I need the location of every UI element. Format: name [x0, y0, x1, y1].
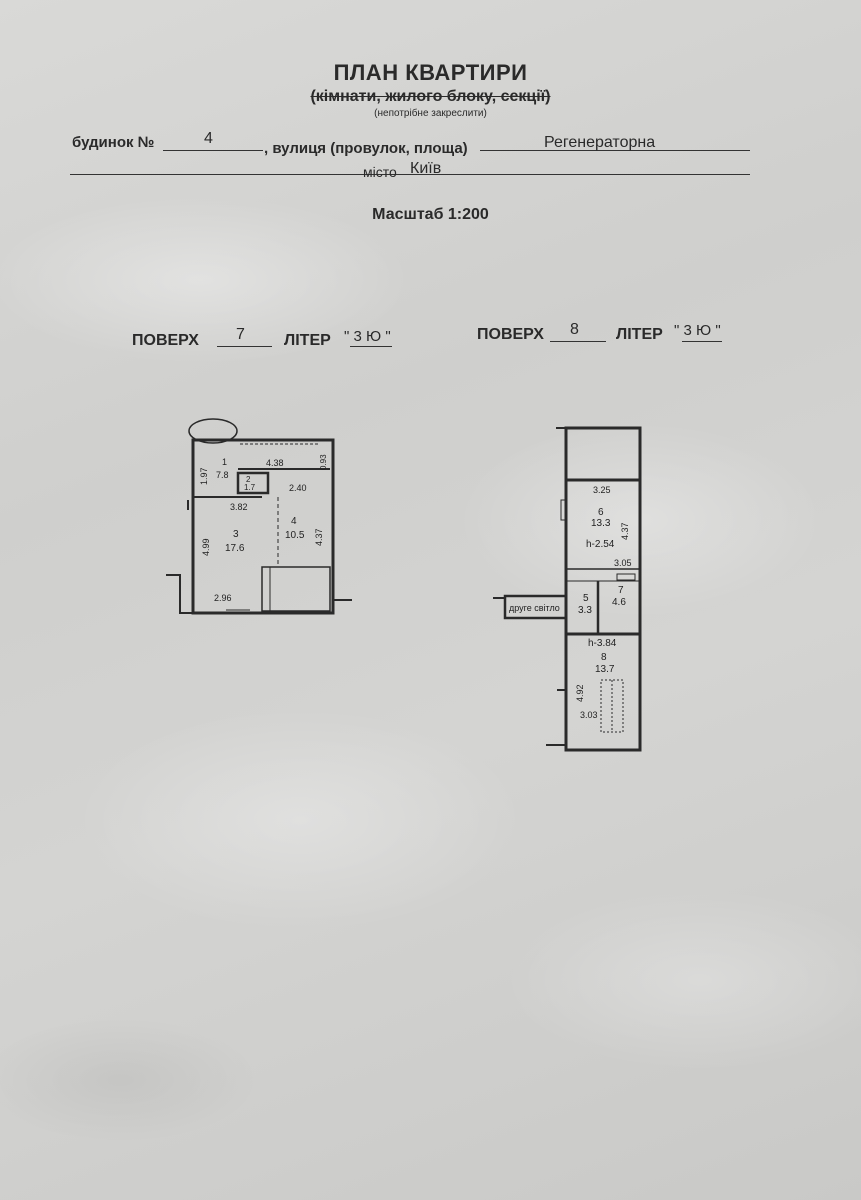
dim-4-37: 4.37 — [314, 528, 324, 546]
room7-area: 4.6 — [612, 597, 626, 608]
house-value: 4 — [204, 130, 213, 147]
dim-1-97: 1.97 — [199, 467, 209, 485]
room1-area: 7.8 — [216, 470, 229, 480]
street-label: , вулиця (провулок, площа) — [264, 140, 468, 157]
room2-wall — [236, 471, 270, 495]
house-label: будинок № — [72, 134, 155, 151]
floor7-underline — [217, 346, 272, 347]
kitchen-block — [261, 566, 331, 612]
dim-0-93: 0.93 — [319, 454, 328, 470]
scale-label: Масштаб 1:200 — [372, 206, 489, 223]
second-light-void — [503, 594, 568, 620]
room3-area: 17.6 — [225, 543, 245, 554]
room1-num: 1 — [222, 457, 227, 467]
floor7-outer-wall — [191, 438, 335, 615]
floor8-plan — [493, 426, 642, 752]
dim-3-05: 3.05 — [614, 558, 632, 568]
floor8-liter-label: ЛІТЕР — [616, 326, 663, 343]
floor7-liter-value: " 3 Ю " — [344, 328, 391, 345]
dim-3-82: 3.82 — [230, 502, 248, 512]
floor7-value: 7 — [236, 326, 245, 343]
dim-3-25: 3.25 — [593, 485, 611, 495]
room6-height: h-2.54 — [586, 539, 615, 550]
room3-num: 3 — [233, 529, 239, 540]
floor8-liter-value: " 3 Ю " — [674, 322, 721, 339]
room8-area: 13.7 — [595, 664, 615, 675]
room5-area: 3.3 — [578, 605, 592, 616]
dim-4-37b: 4.37 — [620, 522, 630, 540]
document-title: ПЛАН КВАРТИРИ — [333, 60, 528, 85]
dim-2-40: 2.40 — [289, 483, 307, 493]
dim-4-99: 4.99 — [201, 538, 211, 556]
strikeout-note: (непотрібне закреслити) — [374, 108, 487, 119]
floor8-liter-underline — [682, 341, 722, 342]
city-underline — [70, 174, 750, 175]
room8-height: h-3.84 — [588, 638, 617, 649]
dim-3-03: 3.03 — [580, 710, 598, 720]
stair-hatch — [600, 679, 624, 733]
city-label: місто — [363, 164, 397, 180]
floor7-labels: 1 7.8 2 1.7 3 17.6 4 10.5 1.97 4.38 0.93… — [199, 454, 328, 603]
floor8-underline — [550, 341, 606, 342]
room2-area: 1.7 — [244, 483, 256, 492]
street-value: Регенераторна — [544, 134, 656, 151]
appliance-mark — [616, 573, 636, 581]
document-subtitle: (кімнати, жилого блоку, секції) — [310, 88, 551, 105]
room8-num: 8 — [601, 652, 607, 663]
house-underline — [163, 150, 263, 151]
room6-area: 13.3 — [591, 518, 611, 529]
street-underline — [480, 150, 750, 151]
dim-4-92: 4.92 — [575, 684, 585, 702]
city-value: Київ — [410, 160, 442, 177]
second-light-label: друге світло — [509, 603, 560, 613]
room6-num: 6 — [598, 507, 604, 518]
upper-void — [564, 426, 642, 482]
entrance-stub — [166, 574, 193, 614]
floor7-liter-label: ЛІТЕР — [284, 332, 331, 349]
floor7-plan — [166, 418, 352, 615]
room5-num: 5 — [583, 593, 589, 604]
room4-area: 10.5 — [285, 530, 305, 541]
floor7-label: ПОВЕРХ — [132, 332, 199, 349]
floor8-value: 8 — [570, 321, 579, 338]
dim-2-96: 2.96 — [214, 593, 232, 603]
floor7-liter-underline — [350, 346, 392, 347]
floor8-labels: 6 13.3 h-2.54 3.25 4.37 3.05 5 3.3 7 4.6… — [509, 485, 632, 720]
room4-num: 4 — [291, 516, 297, 527]
dim-4-38: 4.38 — [266, 458, 284, 468]
room2-num: 2 — [246, 475, 251, 484]
floor8-label: ПОВЕРХ — [477, 326, 544, 343]
room7-num: 7 — [618, 585, 624, 596]
balcony-shape — [188, 418, 238, 444]
window-mark — [560, 499, 567, 521]
